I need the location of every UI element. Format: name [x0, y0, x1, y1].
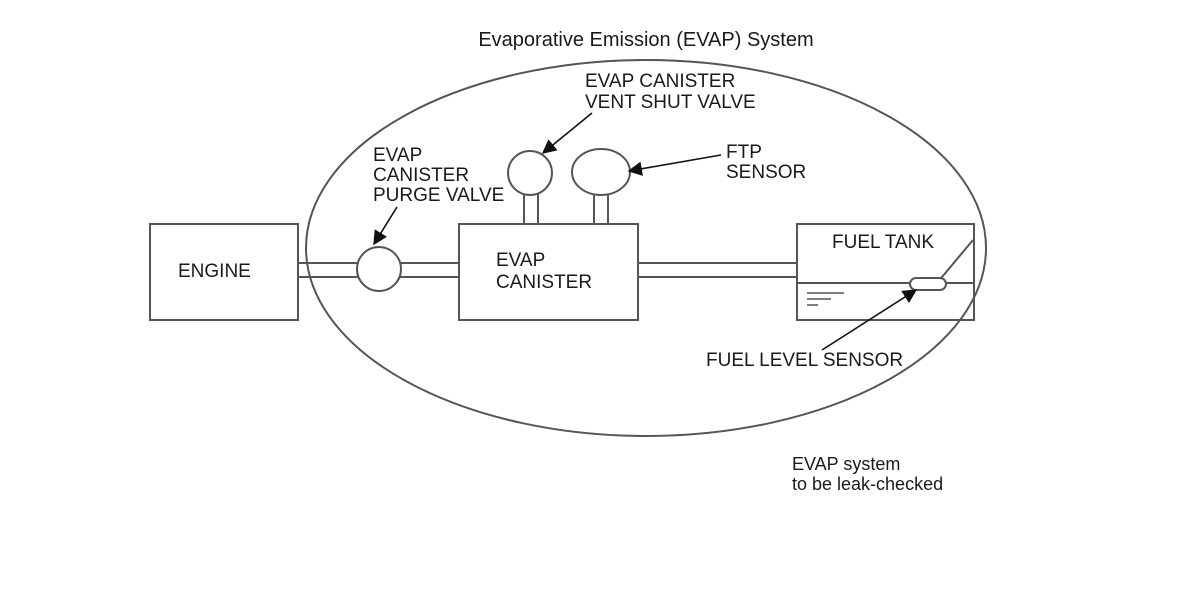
purge-valve-arrow — [373, 206, 398, 246]
leak-check-note: to be leak-checked — [792, 474, 943, 494]
purge-valve-label: CANISTER — [373, 165, 469, 186]
leak-check-boundary — [305, 59, 987, 437]
pipe-engine-purge — [298, 262, 358, 278]
leak-check-note: EVAP system — [792, 454, 900, 474]
fuel-tank-label: FUEL TANK — [832, 232, 934, 253]
vent-valve-icon — [507, 150, 553, 196]
engine-block — [149, 223, 299, 321]
engine-label: ENGINE — [178, 261, 251, 282]
pipe-purge-canister — [400, 262, 459, 278]
canister-label: CANISTER — [496, 272, 592, 293]
purge-valve-label: EVAP — [373, 145, 422, 166]
fuel-level-sensor-label: FUEL LEVEL SENSOR — [706, 350, 903, 371]
vent-valve-label: VENT SHUT VALVE — [585, 92, 756, 113]
vent-valve-arrow — [541, 112, 593, 154]
pipe-canister-tank — [638, 262, 797, 278]
float-arm — [936, 239, 974, 284]
canister-label: EVAP — [496, 250, 545, 271]
fuel-surface-marks — [807, 292, 844, 306]
ftp-sensor-label: FTP — [726, 142, 762, 163]
purge-valve-icon — [356, 246, 402, 292]
ftp-sensor-stem — [593, 194, 609, 224]
fuel-level-sensor-icon — [909, 277, 947, 291]
vent-valve-label: EVAP CANISTER — [585, 71, 735, 92]
purge-valve-label: PURGE VALVE — [373, 185, 504, 206]
fuel-tank-block — [796, 223, 975, 321]
ftp-sensor-arrow — [627, 154, 722, 176]
fuel-level-sensor-arrow — [821, 289, 918, 351]
vent-valve-stem — [523, 194, 539, 224]
diagram-title: Evaporative Emission (EVAP) System — [478, 29, 813, 51]
ftp-sensor-label: SENSOR — [726, 162, 806, 183]
canister-block — [458, 223, 639, 321]
ftp-sensor-icon — [571, 148, 631, 196]
